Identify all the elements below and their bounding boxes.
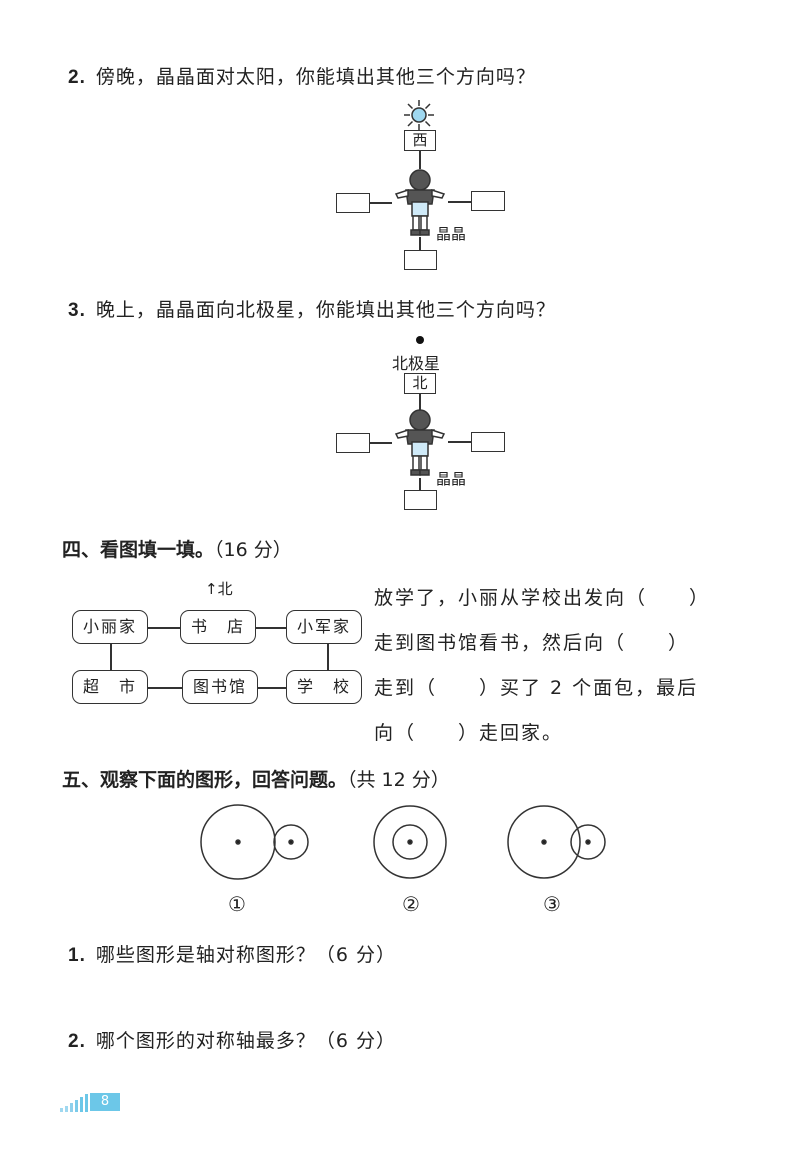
- map-road: [148, 627, 180, 629]
- connector-line: [419, 394, 421, 410]
- map-node-supermarket: 超 市: [72, 670, 148, 704]
- map-node-xiaojun-home: 小军家: [286, 610, 362, 644]
- question-text: 哪个图形的对称轴最多？（6 分）: [95, 1030, 396, 1052]
- question-number: 2.: [68, 67, 86, 88]
- figure-3: [507, 805, 606, 879]
- map-road: [256, 627, 286, 629]
- section-title: 四、看图填一填。: [62, 539, 215, 561]
- map-road: [148, 687, 182, 689]
- girl-back-icon: [394, 409, 446, 476]
- question-3: 3. 晚上，晶晶面向北极星，你能填出其他三个方向吗？: [68, 295, 556, 322]
- answer-box-left[interactable]: [336, 193, 370, 213]
- paragraph-line: 走到图书馆看书，然后向（ ）: [374, 632, 690, 654]
- direction-box-north: 北: [404, 373, 436, 394]
- circle-figures: [200, 804, 606, 880]
- question-number: 3.: [68, 300, 86, 321]
- figure-label-3: ③: [543, 892, 561, 916]
- section-points: （16 分）: [214, 539, 292, 561]
- answer-box-right[interactable]: [471, 191, 505, 211]
- connector-line: [370, 442, 392, 444]
- connector-line: [419, 478, 421, 490]
- question-text: 哪些图形是轴对称图形？（6 分）: [95, 944, 396, 966]
- figure-label-2: ②: [402, 892, 420, 916]
- answer-box-bottom[interactable]: [404, 250, 437, 270]
- section-4-title: 四、看图填一填。（16 分）: [62, 535, 292, 562]
- map-road: [110, 644, 112, 670]
- map-road: [327, 644, 329, 670]
- paragraph-line: 放学了，小丽从学校出发向（ ）: [374, 587, 711, 609]
- question-text: 傍晚，晶晶面对太阳，你能填出其他三个方向吗？: [95, 66, 536, 88]
- person-label: 晶晶: [436, 470, 467, 488]
- sun-icon: [404, 100, 434, 130]
- figure-label-1: ①: [228, 892, 246, 916]
- section-5-title: 五、观察下面的图形，回答问题。（共 12 分）: [62, 765, 450, 792]
- question-number: 1.: [68, 945, 86, 966]
- map-node-library: 图书馆: [182, 670, 258, 704]
- figure-1: [200, 804, 309, 880]
- connector-line: [419, 237, 421, 250]
- north-star-label: 北极星: [392, 354, 441, 373]
- section-5-question-2: 2. 哪个图形的对称轴最多？（6 分）: [68, 1026, 396, 1053]
- answer-box-left[interactable]: [336, 433, 370, 453]
- connector-line: [448, 441, 471, 443]
- connector-line: [419, 151, 421, 169]
- section-title: 五、观察下面的图形，回答问题。: [62, 769, 348, 791]
- question-2: 2. 傍晚，晶晶面对太阳，你能填出其他三个方向吗？: [68, 62, 536, 89]
- fill-in-paragraph: 放学了，小丽从学校出发向（ ） 走到图书馆看书，然后向（ ） 走到（ ）买了 2…: [374, 576, 774, 756]
- girl-back-icon: [394, 169, 446, 236]
- figure-2: [373, 805, 447, 879]
- connector-line: [448, 201, 471, 203]
- page-bars-decoration: [60, 1094, 88, 1112]
- connector-line: [370, 202, 392, 204]
- page-number: 8: [90, 1093, 120, 1111]
- north-star-icon: [416, 336, 424, 344]
- person-label: 晶晶: [436, 225, 467, 243]
- map-node-school: 学 校: [286, 670, 362, 704]
- answer-box-right[interactable]: [471, 432, 505, 452]
- answer-box-bottom[interactable]: [404, 490, 437, 510]
- question-text: 晚上，晶晶面向北极星，你能填出其他三个方向吗？: [95, 299, 556, 321]
- map-road: [258, 687, 286, 689]
- question-number: 2.: [68, 1031, 86, 1052]
- map-node-xiaoli-home: 小丽家: [72, 610, 148, 644]
- section-5-question-1: 1. 哪些图形是轴对称图形？（6 分）: [68, 940, 396, 967]
- map-node-bookstore: 书 店: [180, 610, 256, 644]
- paragraph-line: 走到（ ）买了 2 个面包，最后: [374, 677, 699, 699]
- direction-box-west: 西: [404, 130, 436, 151]
- section-points: （共 12 分）: [347, 769, 450, 791]
- north-arrow-label: ↑北: [205, 580, 233, 598]
- paragraph-line: 向（ ）走回家。: [374, 722, 564, 744]
